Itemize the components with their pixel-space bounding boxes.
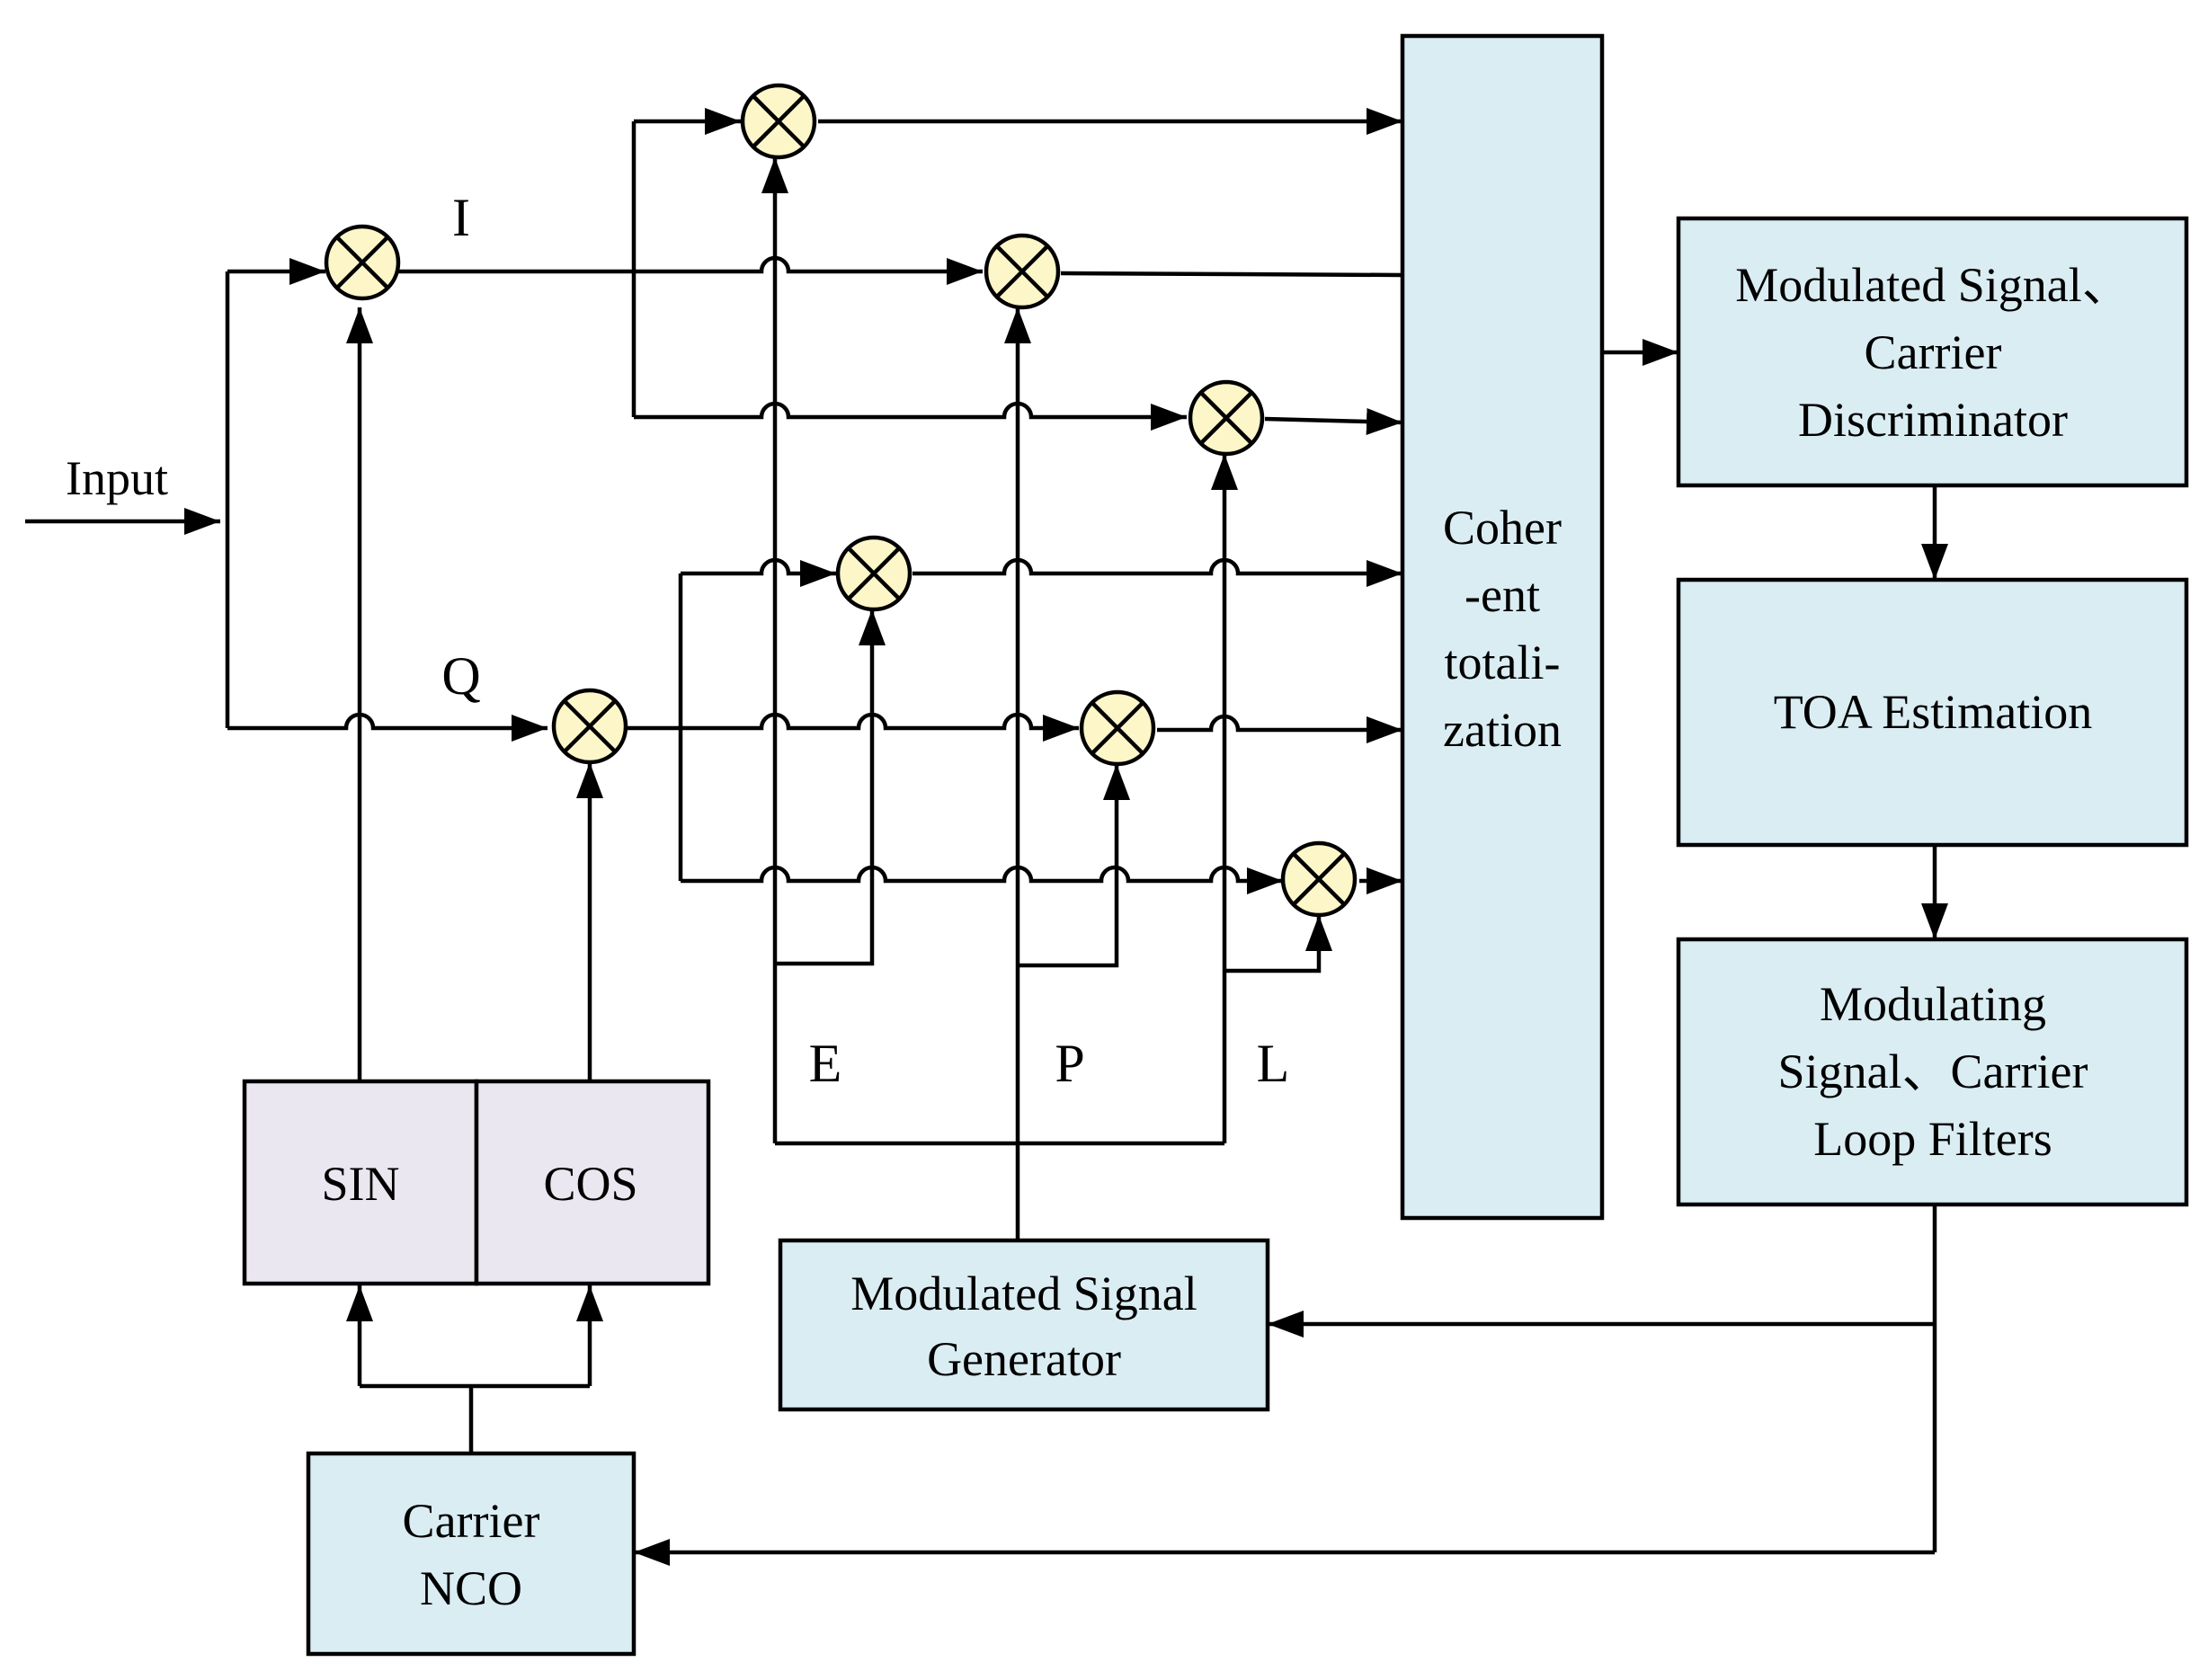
late-code-label: L: [1257, 1034, 1290, 1093]
multipliers: [324, 83, 1358, 918]
carrier-nco-label-line1: Carrier: [403, 1494, 540, 1548]
q-channel-label: Q: [441, 646, 480, 706]
toa-estimation-block: TOA Estimation: [1676, 577, 2189, 848]
mixer-il-out: [1264, 407, 1403, 435]
multiplier-i: [324, 224, 401, 301]
l-to-q-late-mixer: [1224, 915, 1332, 973]
carrier-nco-block: Carrier NCO: [306, 1451, 637, 1657]
totalization-label-line3: totali-: [1445, 636, 1561, 689]
coherent-totalization-block: Coher -ent totali- zation: [1400, 33, 1605, 1221]
multiplier-qp: [1079, 689, 1156, 767]
signal-wires: [25, 108, 1948, 1566]
multiplier-qe: [835, 535, 913, 612]
totalization-label-line1: Coher: [1443, 501, 1562, 555]
mixer-qe-out: [913, 557, 1402, 587]
modulated-signal-generator-block: Modulated Signal Generator: [778, 1238, 1270, 1412]
e-to-q-early-mixer: [775, 609, 886, 966]
i-channel-label: I: [452, 188, 470, 247]
totalization-label-line2: -ent: [1465, 568, 1540, 622]
discriminator-label-line2: Carrier: [1865, 325, 2002, 379]
multiplier-ip: [984, 233, 1061, 310]
toa-estimation-label: TOA Estimation: [1774, 685, 2093, 739]
i-to-late-mixer: [634, 401, 1187, 431]
q-to-early-mixer: [681, 557, 836, 587]
discriminator-label-line1: Modulated Signal、: [1735, 258, 2130, 312]
mixer-ip-out: [1060, 271, 1403, 278]
q-to-late-mixer: [681, 865, 1283, 894]
wire-to-mixer-q: [227, 712, 548, 742]
loop-filters-label-line2: Signal、Carrier: [1778, 1044, 2088, 1098]
loop-filters-label-line3: Loop Filters: [1813, 1112, 2052, 1166]
multiplier-q: [551, 688, 628, 765]
sin-label: SIN: [321, 1157, 399, 1211]
loop-filters-block: Modulating Signal、Carrier Loop Filters: [1676, 937, 2189, 1207]
i-to-prompt-mixer: [634, 255, 983, 285]
cos-label: COS: [543, 1157, 637, 1211]
carrier-nco-label-line2: NCO: [420, 1561, 522, 1615]
sin-cos-block: SIN COS: [242, 1079, 711, 1286]
multiplier-ql: [1280, 840, 1358, 918]
cos-box: [474, 1079, 711, 1286]
early-code-label: E: [809, 1034, 842, 1093]
generator-label-line1: Modulated Signal: [850, 1267, 1197, 1320]
multiplier-ie: [740, 83, 817, 160]
p-to-q-prompt-mixer: [1018, 764, 1130, 968]
prompt-code-label: P: [1055, 1034, 1084, 1093]
mixer-qp-out: [1157, 714, 1402, 743]
discriminator-block: Modulated Signal、 Carrier Discriminator: [1676, 216, 2189, 488]
totalization-label-line4: zation: [1443, 703, 1562, 757]
multiplier-il: [1188, 379, 1265, 457]
loop-filters-label-line1: Modulating: [1820, 977, 2046, 1031]
generator-label-line2: Generator: [927, 1332, 1121, 1386]
discriminator-label-line3: Discriminator: [1798, 393, 2068, 447]
sin-box: [242, 1079, 479, 1286]
input-label: Input: [66, 451, 168, 505]
